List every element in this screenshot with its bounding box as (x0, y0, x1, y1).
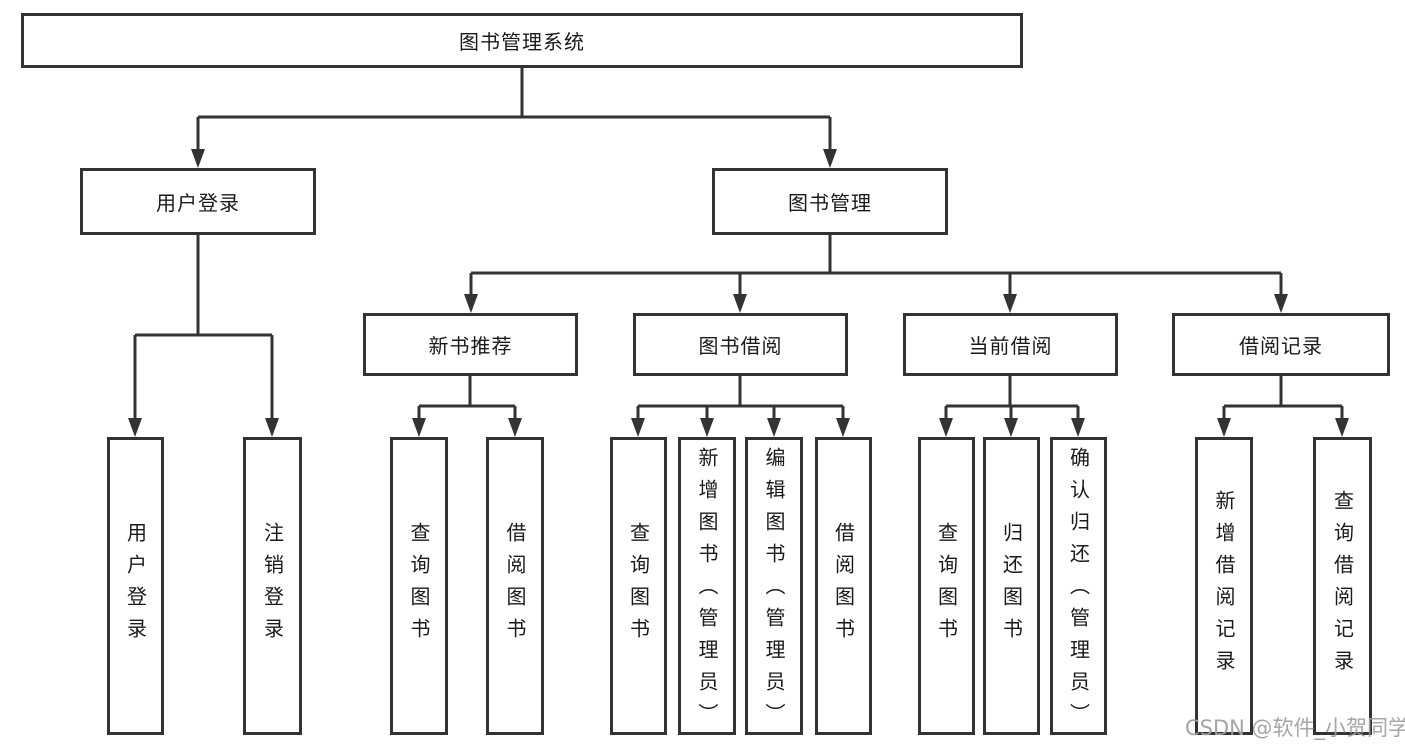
node-book-management: 图书管理 (712, 168, 948, 235)
arrow-down-icon (1004, 418, 1018, 437)
arrow-down-icon (733, 294, 747, 313)
leaf-user-login: 用户登录 (107, 437, 164, 735)
leaf-add-borrow-record: 新增借阅记录 (1195, 437, 1253, 735)
leaf-add-book-admin: 新增图书（管理员） (678, 437, 736, 735)
arrow-down-icon (631, 418, 645, 437)
arrow-down-icon (939, 418, 953, 437)
arrow-down-icon (508, 418, 522, 437)
node-label: 确认归还（管理员） (1066, 447, 1091, 735)
node-current-borrowing: 当前借阅 (903, 313, 1118, 376)
leaf-query-books: 查询图书 (610, 437, 667, 735)
node-label: 查询图书 (934, 522, 959, 650)
node-label: 新书推荐 (428, 334, 513, 358)
leaf-logout: 注销登录 (243, 437, 302, 735)
leaf-query-borrow-record: 查询借阅记录 (1313, 437, 1372, 735)
leaf-borrow-books: 借阅图书 (486, 437, 544, 735)
leaf-return-book: 归还图书 (983, 437, 1040, 735)
tree-edges (133, 68, 1344, 422)
node-label: 图书管理 (788, 191, 872, 215)
arrow-down-icon (836, 418, 850, 437)
arrow-down-icon (1217, 418, 1231, 437)
node-user-login: 用户登录 (80, 168, 316, 235)
node-label: 新增图书（管理员） (695, 447, 719, 735)
arrow-down-icon (128, 418, 142, 437)
node-label: 图书借阅 (698, 334, 783, 358)
node-label: 当前借阅 (968, 334, 1053, 358)
node-label: 编辑图书（管理员） (762, 447, 786, 735)
arrow-down-icon (700, 418, 714, 437)
node-label: 用户登录 (123, 522, 148, 650)
node-library-management-system: 图书管理系统 (21, 13, 1023, 68)
arrow-down-icon (1274, 294, 1288, 313)
arrow-down-icon (191, 149, 205, 168)
arrow-down-icon (823, 149, 837, 168)
leaf-query-books: 查询图书 (918, 437, 975, 735)
arrow-down-icon (767, 418, 781, 437)
node-label: 新增借阅记录 (1212, 490, 1236, 682)
arrow-down-icon (412, 418, 426, 437)
arrow-down-icon (1335, 418, 1349, 437)
node-label: 借阅图书 (831, 522, 856, 650)
node-label: 注销登录 (260, 522, 285, 650)
node-label: 图书管理系统 (459, 30, 585, 54)
leaf-borrow-books: 借阅图书 (815, 437, 872, 735)
node-label: 借阅图书 (503, 522, 527, 650)
arrow-down-icon (265, 418, 279, 437)
node-label: 借阅记录 (1239, 334, 1323, 358)
leaf-confirm-return-admin: 确认归还（管理员） (1050, 437, 1107, 735)
leaf-query-books: 查询图书 (390, 437, 448, 735)
arrow-down-icon (1071, 418, 1085, 437)
node-label: 用户登录 (156, 191, 240, 215)
node-label: 查询图书 (407, 522, 431, 650)
node-label: 查询图书 (626, 522, 651, 650)
node-label: 查询借阅记录 (1330, 490, 1355, 682)
arrow-down-icon (464, 294, 478, 313)
node-new-book-recommend: 新书推荐 (363, 313, 578, 376)
node-book-borrowing: 图书借阅 (633, 313, 848, 376)
leaf-edit-book-admin: 编辑图书（管理员） (745, 437, 803, 735)
node-label: 归还图书 (999, 522, 1024, 650)
node-borrowing-records: 借阅记录 (1172, 313, 1390, 376)
csdn-watermark: CSDN @软件_小贺同学 (1185, 716, 1405, 740)
arrow-down-icon (1003, 294, 1017, 313)
